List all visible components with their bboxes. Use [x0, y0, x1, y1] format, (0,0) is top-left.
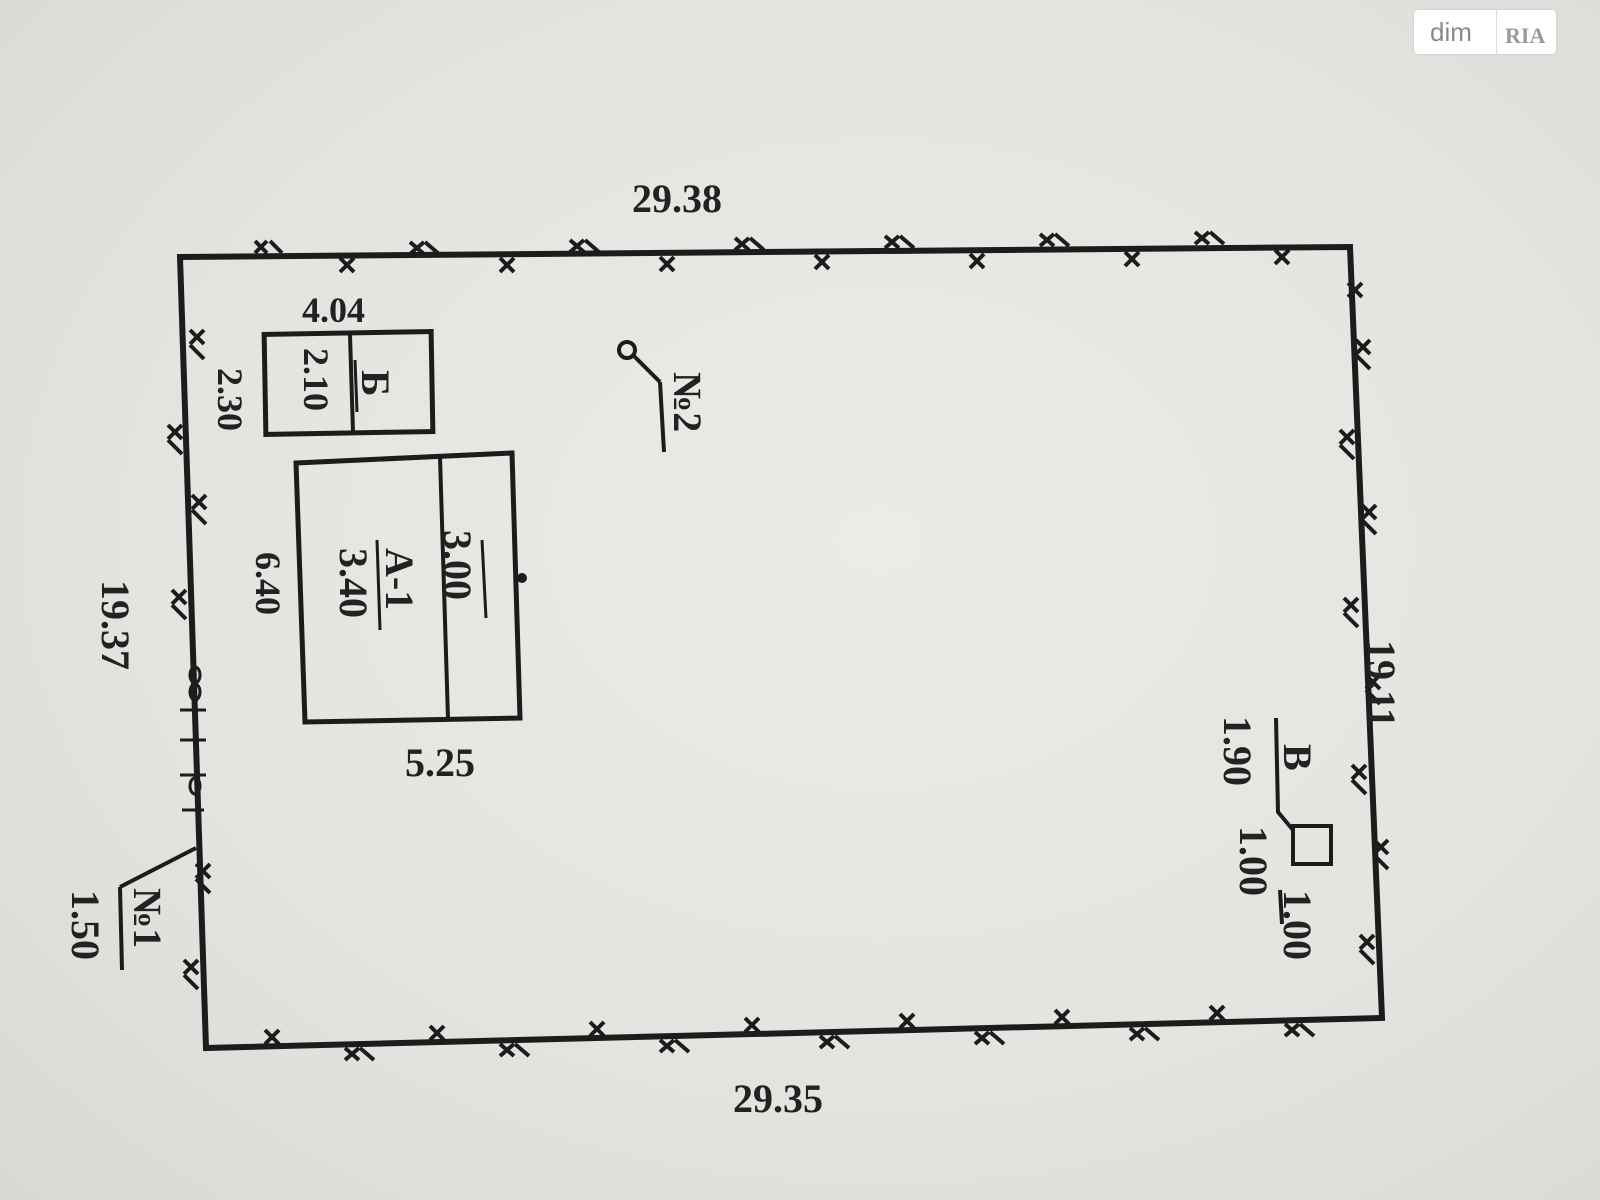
well-2-marker	[617, 340, 637, 360]
building-b-letter: Б	[353, 370, 398, 396]
plot-top-length: 29.38	[632, 176, 722, 221]
building-a1	[293, 450, 527, 725]
building-a1-depth: 6.40	[248, 552, 288, 615]
plot-boundary	[176, 243, 1386, 1052]
fence-marks-left	[166, 328, 212, 991]
building-a1-outline	[293, 450, 523, 725]
fence-marks-right	[1338, 281, 1390, 966]
gate-1-leader	[118, 846, 197, 971]
plot-left-length: 19.37	[93, 580, 138, 670]
building-v-depth: 1.00	[1231, 826, 1276, 896]
fence-marks-bottom	[263, 1004, 1316, 1062]
gate-1-width: 1.50	[63, 890, 108, 960]
building-v-letter: В	[1275, 744, 1320, 771]
building-b-width: 4.04	[302, 290, 365, 330]
gate-1-label: №1	[125, 888, 170, 948]
building-v-outline	[1291, 824, 1333, 866]
watermark-logo: dim RIA	[1414, 10, 1556, 54]
watermark-ria-text: RIA	[1505, 23, 1546, 48]
building-b-depth: 2.30	[210, 368, 250, 431]
building-a1-divider	[438, 456, 450, 720]
fence-marks-top	[253, 230, 1291, 274]
plot-right-length: 19.11	[1359, 640, 1404, 728]
building-a1-porch-height: 3.00	[435, 530, 480, 600]
building-v-height: 1.90	[1215, 716, 1260, 786]
building-a1-letter: А-1	[377, 548, 422, 610]
building-b-height: 2.10	[296, 348, 336, 411]
well-2	[617, 340, 666, 453]
watermark-separator	[1496, 10, 1497, 54]
building-b-outline	[261, 328, 436, 437]
well-2-label: №2	[665, 372, 710, 432]
building-b	[261, 328, 436, 437]
building-b-divider	[348, 334, 355, 433]
building-v	[1274, 717, 1333, 925]
building-a1-width: 5.25	[405, 740, 475, 785]
gate-marks-left	[180, 665, 206, 812]
dimension-labels: 29.38 29.35 19.37 19.11 4.04 2.30 Б 2.10…	[63, 176, 1404, 1121]
watermark-dim-text: dim	[1430, 16, 1472, 47]
plot-bottom-length: 29.35	[733, 1076, 823, 1121]
building-v-width: 1.00	[1275, 890, 1320, 960]
building-a1-height: 3.40	[331, 548, 376, 618]
